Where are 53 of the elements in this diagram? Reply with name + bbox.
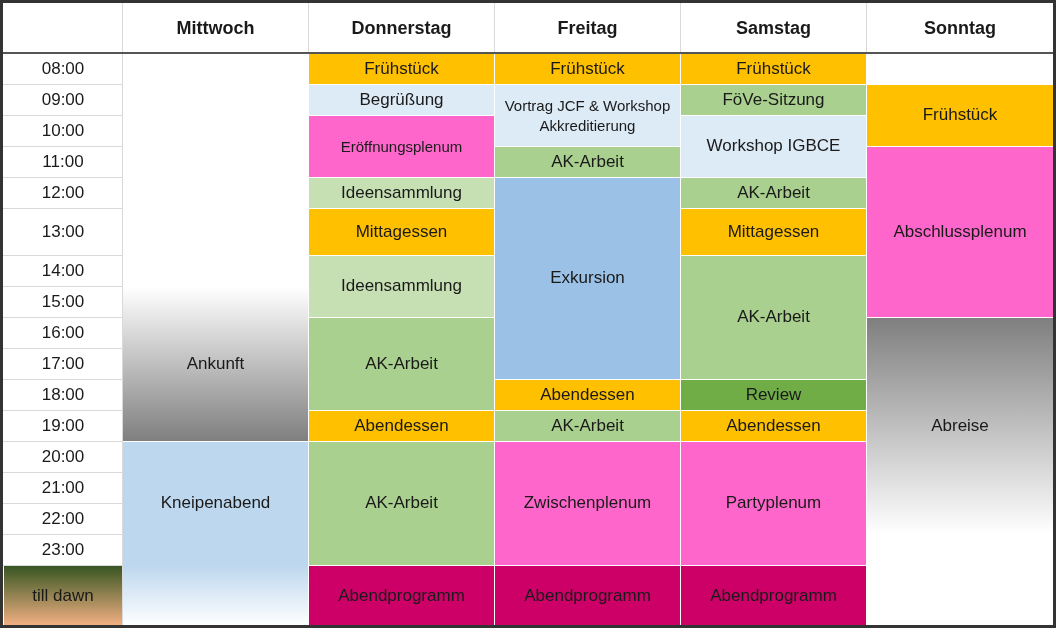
- time-label: 23:00: [40, 538, 86, 561]
- event-block: AK-Arbeit: [495, 147, 680, 177]
- time-label: 21:00: [40, 476, 86, 499]
- time-label: 22:00: [40, 507, 86, 530]
- event-block: Abendprogramm: [681, 566, 866, 626]
- time-label: 19:00: [40, 414, 86, 437]
- day-header: Sonntag: [923, 16, 997, 40]
- time-label: 16:00: [40, 321, 86, 344]
- time-label: 20:00: [40, 445, 86, 468]
- event-block: AK-Arbeit: [681, 178, 866, 208]
- day-header: Mittwoch: [175, 16, 256, 40]
- time-label: 11:00: [41, 150, 85, 173]
- event-block: Eröffnungsplenum: [309, 116, 494, 177]
- event-block: Zwischenplenum: [495, 442, 680, 565]
- event-block: Abendprogramm: [495, 566, 680, 626]
- event-block: AK-Arbeit: [495, 411, 680, 441]
- time-label: 12:00: [40, 181, 86, 204]
- day-header: Samstag: [734, 16, 812, 40]
- time-label: 18:00: [40, 383, 86, 406]
- event-block: Partyplenum: [681, 442, 866, 565]
- event-block: Abendessen: [495, 380, 680, 410]
- time-label: 14:00: [40, 259, 86, 282]
- time-label: 13:00: [40, 220, 86, 243]
- day-header: Freitag: [556, 16, 619, 40]
- event-block: Abendessen: [309, 411, 494, 441]
- event-block: FöVe-Sitzung: [681, 85, 866, 115]
- time-block: till dawn: [4, 566, 122, 626]
- event-block: AK-Arbeit: [309, 442, 494, 565]
- event-block: Frühstück: [495, 54, 680, 84]
- time-label: 10:00: [40, 119, 86, 142]
- day-header: Donnerstag: [350, 16, 453, 40]
- event-block: Begrüßung: [309, 85, 494, 115]
- event-block: Abendprogramm: [309, 566, 494, 626]
- event-block: Mittagessen: [309, 209, 494, 255]
- event-block: Workshop IGBCE: [681, 116, 866, 177]
- event-block: Frühstück: [681, 54, 866, 84]
- event-block: AK-Arbeit: [681, 256, 866, 379]
- event-block: Ideensammlung: [309, 256, 494, 317]
- event-block: Frühstück: [309, 54, 494, 84]
- time-label: 09:00: [40, 88, 86, 111]
- event-block: Abschlussplenum: [867, 147, 1053, 317]
- time-label: 08:00: [40, 57, 86, 80]
- event-block: AK-Arbeit: [309, 318, 494, 410]
- event-block: Exkursion: [495, 178, 680, 379]
- event-block: Ideensammlung: [309, 178, 494, 208]
- event-block: Vortrag JCF & Workshop Akkreditierung: [495, 85, 680, 146]
- event-block: Mittagessen: [681, 209, 866, 255]
- event-block: Abendessen: [681, 411, 866, 441]
- time-label: 17:00: [40, 352, 86, 375]
- event-block: Kneipenabend: [123, 442, 308, 626]
- time-label: 15:00: [40, 290, 86, 313]
- event-block: Review: [681, 380, 866, 410]
- event-block: Frühstück: [867, 85, 1053, 146]
